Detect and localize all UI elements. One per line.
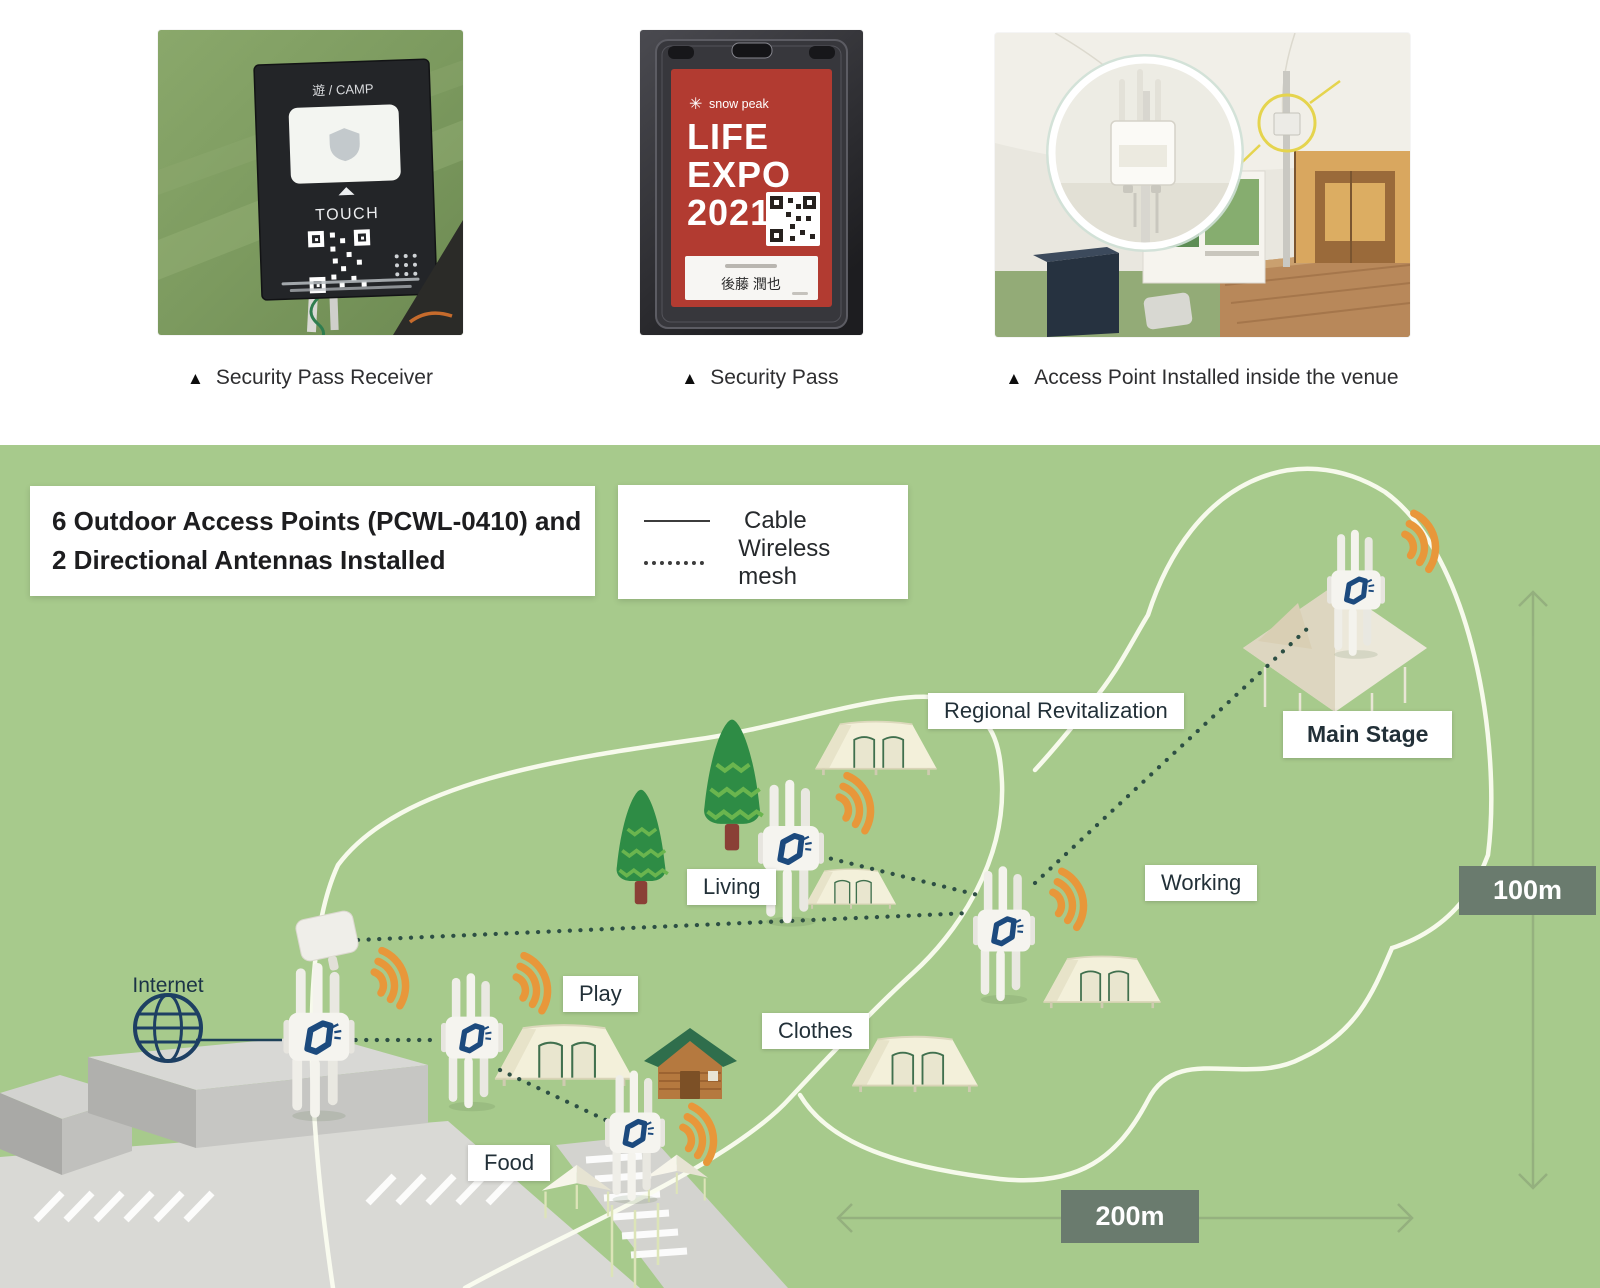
wifi-signal-icon	[678, 1103, 720, 1166]
inset-circle-access-point	[1046, 54, 1244, 252]
caption-security-pass: ▲ Security Pass	[560, 360, 960, 396]
caption-marker-icon: ▲	[187, 368, 204, 388]
tree-icon	[614, 787, 670, 907]
wifi-signal-icon	[511, 951, 555, 1015]
camp-chair	[1143, 292, 1193, 330]
internet-globe-icon	[133, 993, 203, 1063]
venue-map: 6 Outdoor Access Points (PCWL-0410) and …	[0, 445, 1600, 1288]
speaker-grille-icon	[394, 253, 418, 277]
legend-row-cable: Cable	[644, 507, 882, 535]
wireless-mesh-links	[342, 625, 1311, 1126]
warm-interior	[1294, 151, 1410, 263]
tent-regional-2	[804, 867, 898, 911]
legend-mesh-label: Wireless mesh	[738, 535, 831, 590]
shield-icon	[329, 128, 360, 162]
brand-mark-icon: ✳	[689, 96, 702, 113]
wifi-signal-icon	[1048, 868, 1090, 931]
receiver-poles	[306, 291, 339, 335]
caption-marker-icon: ▲	[681, 368, 699, 388]
tent-corner	[393, 220, 463, 335]
wifi-signal-icon	[834, 771, 878, 835]
badge-qr-icon	[766, 192, 820, 246]
mesh-line-swatch	[644, 561, 705, 565]
area-label-working: Working	[1145, 865, 1258, 901]
caption-security-pass-receiver: ▲ Security Pass Receiver	[110, 360, 510, 396]
caption-text: Access Point Installed inside the venue	[1034, 366, 1399, 389]
map-title: 6 Outdoor Access Points (PCWL-0410) and …	[30, 486, 595, 596]
scale-label-horizontal: 200m	[1061, 1190, 1199, 1243]
legend-cable-label: Cable	[744, 507, 807, 534]
touch-label: TOUCH	[315, 205, 380, 224]
caption-text: Security Pass Receiver	[215, 366, 433, 389]
tent-clothes	[850, 1035, 980, 1094]
yellow-highlight-circle	[1257, 93, 1317, 153]
dark-counter	[1033, 247, 1119, 337]
event-line-1: LIFE	[687, 116, 769, 157]
internet-label: Internet	[132, 974, 204, 997]
map-title-line-2: 2 Directional Antennas Installed	[52, 545, 446, 575]
legend: Cable Wireless mesh	[618, 485, 908, 599]
photo-access-point-venue	[995, 33, 1410, 337]
wifi-signal-icon	[369, 946, 413, 1010]
cable-line-swatch	[644, 520, 710, 522]
green-cable	[309, 296, 325, 335]
qr-code-icon	[307, 229, 371, 294]
stilts	[610, 1203, 660, 1288]
area-label-regional-revitalization: Regional Revitalization	[928, 693, 1184, 729]
scale-label-vertical: 100m	[1459, 866, 1596, 915]
access-point-working	[973, 866, 1035, 1004]
map-title-line-1: 6 Outdoor Access Points (PCWL-0410) and	[52, 506, 582, 536]
tent-regional-1	[813, 720, 939, 777]
photo-security-pass: ✳ snow peak LIFE EXPO 2021	[640, 30, 863, 335]
company-line	[725, 264, 777, 268]
brand-name: snow peak	[709, 97, 770, 111]
area-label-clothes: Clothes	[762, 1013, 869, 1049]
tent-play	[493, 1023, 635, 1088]
area-label-food: Food	[468, 1145, 551, 1181]
name-card: 後藤 潤也	[685, 256, 818, 300]
event-line-2: EXPO	[687, 154, 791, 195]
legend-row-mesh: Wireless mesh	[644, 535, 882, 591]
caption-text: Security Pass	[710, 366, 839, 389]
log-cabin	[644, 1028, 737, 1099]
area-label-play: Play	[563, 976, 638, 1012]
area-label-main-stage: Main Stage	[1283, 711, 1453, 758]
caption-marker-icon: ▲	[1005, 368, 1023, 388]
access-point-play	[441, 973, 503, 1111]
arrow-up-icon	[338, 187, 355, 196]
scale-arrows	[836, 590, 1548, 1233]
orange-cord	[408, 311, 453, 324]
area-label-living: Living	[687, 869, 777, 905]
qr-receiver-device: 遊 / CAMP TOUCH	[253, 58, 438, 301]
directional-antenna-icon	[293, 908, 364, 977]
photo-security-pass-receiver: 遊 / CAMP TOUCH	[158, 30, 463, 335]
wifi-signal-icon	[1400, 510, 1442, 573]
security-pass-card: ✳ snow peak LIFE EXPO 2021	[671, 69, 832, 307]
tent-working	[1041, 954, 1163, 1010]
caption-access-point-venue: ▲ Access Point Installed inside the venu…	[962, 360, 1442, 396]
device-sign-label: 遊 / CAMP	[312, 81, 374, 98]
event-line-3: 2021	[687, 192, 771, 233]
holder-name: 後藤 潤也	[721, 276, 781, 292]
